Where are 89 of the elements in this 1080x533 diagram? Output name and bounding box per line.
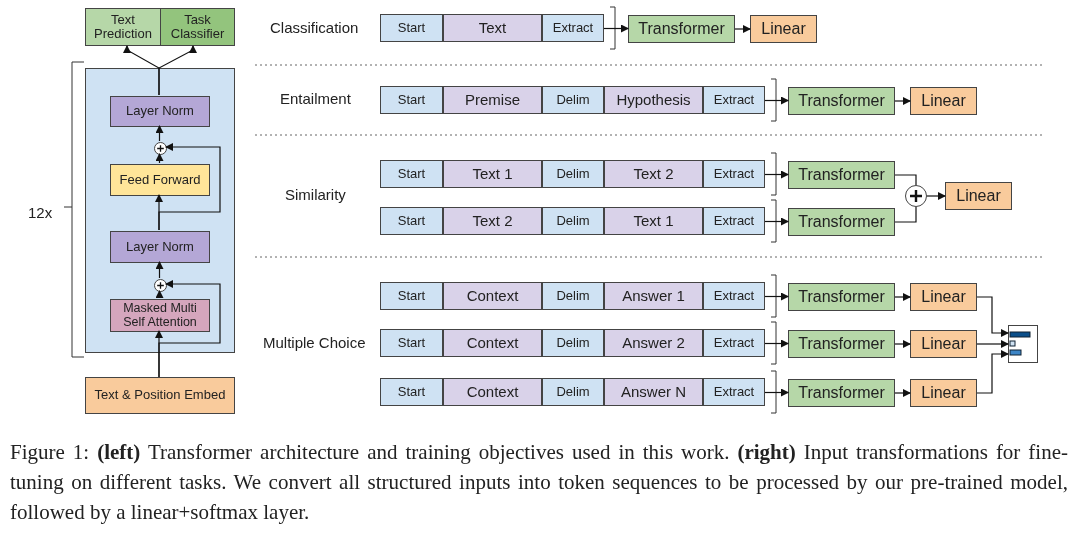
layer-norm-box: Layer Norm bbox=[110, 96, 210, 127]
linear-box: Linear bbox=[910, 330, 977, 358]
output-head-box: Text Prediction bbox=[85, 8, 161, 46]
plus-circle bbox=[154, 142, 167, 155]
token-box: Text 1 bbox=[604, 207, 703, 235]
token-box: Extract bbox=[703, 160, 765, 188]
token-box: Extract bbox=[703, 207, 765, 235]
token-box: Delim bbox=[542, 378, 604, 406]
token-box: Start bbox=[380, 282, 443, 310]
arrow bbox=[764, 292, 789, 301]
task-label: Multiple Choice bbox=[263, 334, 366, 351]
output-head-box: Task Classifier bbox=[160, 8, 235, 46]
token-box: Delim bbox=[542, 207, 604, 235]
arrow bbox=[976, 296, 1009, 337]
arrow bbox=[926, 192, 946, 200]
token-box: Text 1 bbox=[443, 160, 542, 188]
transformer-box: Transformer bbox=[788, 161, 895, 189]
plus-circle bbox=[905, 185, 927, 207]
arrow bbox=[976, 350, 1009, 394]
token-box: Extract bbox=[542, 14, 604, 42]
token-box: Hypothesis bbox=[604, 86, 703, 114]
linear-box: Linear bbox=[750, 15, 817, 43]
transformer-block bbox=[85, 68, 235, 353]
token-box: Delim bbox=[542, 329, 604, 357]
arrow bbox=[764, 388, 789, 397]
arrow bbox=[764, 170, 789, 179]
token-box: Extract bbox=[703, 282, 765, 310]
token-box: Start bbox=[380, 86, 443, 114]
transformer-box: Transformer bbox=[788, 379, 895, 407]
arrow bbox=[158, 280, 221, 378]
token-box: Context bbox=[443, 329, 542, 357]
task-label: Similarity bbox=[285, 186, 346, 203]
transformer-box: Transformer bbox=[788, 330, 895, 358]
linear-box: Linear bbox=[910, 87, 977, 115]
figure-caption: Figure 1: (left) Transformer architecture and training objectives used in this work. (right) Input transformations for fine-tuning on different tasks. We convert all structured inputs into token sequences to be processed by our pre-trained model, followed by a linear+softmax layer. bbox=[10, 439, 1068, 526]
token-box: Extract bbox=[703, 86, 765, 114]
arrow bbox=[155, 153, 164, 164]
token-box: Answer 2 bbox=[604, 329, 703, 357]
transformer-box: Transformer bbox=[788, 283, 895, 311]
arrow bbox=[155, 290, 164, 299]
linear-box: Linear bbox=[945, 182, 1012, 210]
task-label: Classification bbox=[270, 19, 359, 36]
transformer-box: Transformer bbox=[788, 208, 895, 236]
arrow bbox=[894, 97, 911, 105]
token-box: Answer N bbox=[604, 378, 703, 406]
arrow bbox=[155, 261, 164, 279]
token-box: Text 2 bbox=[604, 160, 703, 188]
arrow bbox=[603, 24, 629, 33]
repeat-label: 12x bbox=[28, 204, 53, 221]
linear-box: Linear bbox=[910, 283, 977, 311]
arrow bbox=[734, 25, 751, 33]
task-label: Entailment bbox=[280, 90, 351, 107]
arrow bbox=[155, 125, 164, 142]
token-box: Answer 1 bbox=[604, 282, 703, 310]
embedding-box: Text & Position Embed bbox=[85, 377, 235, 414]
token-box: Delim bbox=[542, 282, 604, 310]
feed-forward-box: Feed Forward bbox=[110, 164, 210, 196]
token-box: Delim bbox=[542, 160, 604, 188]
transformer-box: Transformer bbox=[788, 87, 895, 115]
token-box: Context bbox=[443, 282, 542, 310]
token-box: Premise bbox=[443, 86, 542, 114]
token-box: Text 2 bbox=[443, 207, 542, 235]
attention-box: Masked Multi Self Attention bbox=[110, 299, 210, 332]
token-box: Start bbox=[380, 14, 443, 42]
token-box: Start bbox=[380, 207, 443, 235]
token-box: Delim bbox=[542, 86, 604, 114]
connector-line bbox=[894, 206, 917, 223]
layer-norm-box: Layer Norm bbox=[110, 231, 210, 263]
bar-chart-icon bbox=[1008, 325, 1038, 363]
arrow bbox=[764, 217, 789, 226]
token-box: Text bbox=[443, 14, 542, 42]
token-box: Extract bbox=[703, 329, 765, 357]
arrow bbox=[764, 96, 789, 105]
arrow bbox=[158, 143, 221, 231]
arrow bbox=[158, 45, 197, 96]
token-box: Start bbox=[380, 329, 443, 357]
token-box: Start bbox=[380, 378, 443, 406]
arrow bbox=[894, 293, 911, 301]
arrow bbox=[894, 340, 911, 348]
token-box: Extract bbox=[703, 378, 765, 406]
linear-box: Linear bbox=[910, 379, 977, 407]
plus-circle bbox=[154, 279, 167, 292]
arrow bbox=[976, 340, 1009, 348]
transformer-box: Transformer bbox=[628, 15, 735, 43]
connector-line bbox=[894, 174, 917, 186]
token-box: Start bbox=[380, 160, 443, 188]
arrow bbox=[764, 339, 789, 348]
arrow bbox=[894, 389, 911, 397]
token-box: Context bbox=[443, 378, 542, 406]
